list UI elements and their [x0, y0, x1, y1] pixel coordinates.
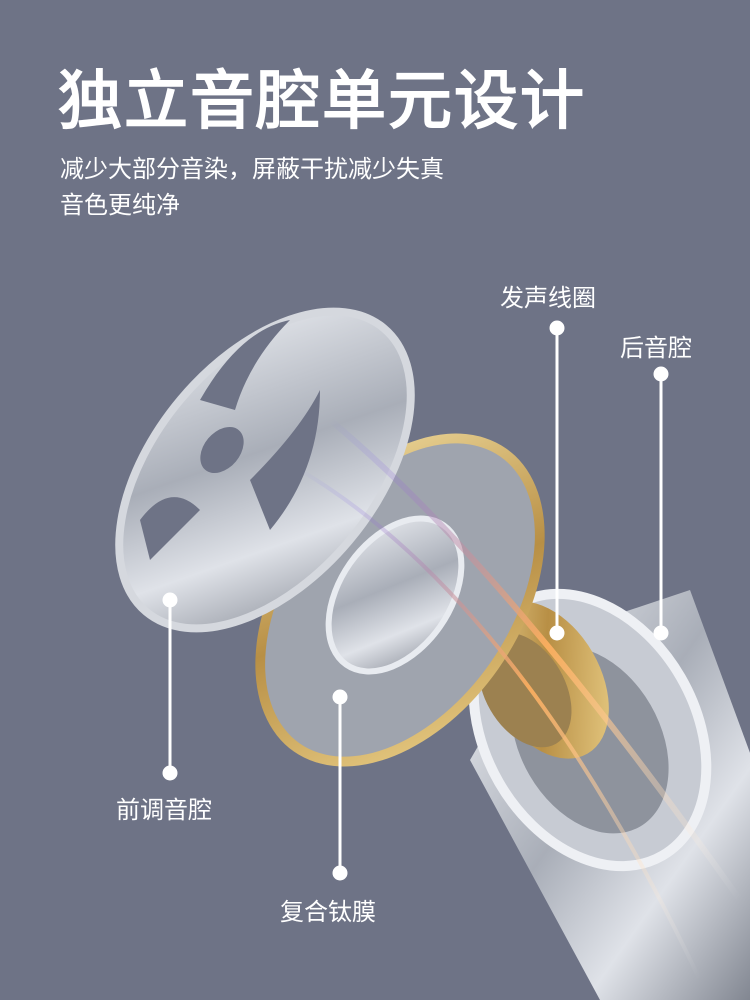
sound-wave-light	[328, 417, 743, 902]
label-front-chamber: 前调音腔	[116, 796, 212, 824]
callout-markers	[162, 320, 669, 881]
label-voice-coil: 发声线圈	[500, 284, 596, 312]
page-title: 独立音腔单元设计	[58, 65, 586, 139]
label-diaphragm: 复合钛膜	[280, 898, 376, 926]
sound-wave-light	[298, 468, 702, 981]
subtitle-line-2: 音色更纯净	[60, 191, 180, 219]
front-tuning-chamber	[115, 307, 415, 633]
label-rear-chamber: 后音腔	[620, 334, 692, 362]
subtitle-line-1: 减少大部分音染，屏蔽干扰减少失真	[60, 155, 444, 183]
